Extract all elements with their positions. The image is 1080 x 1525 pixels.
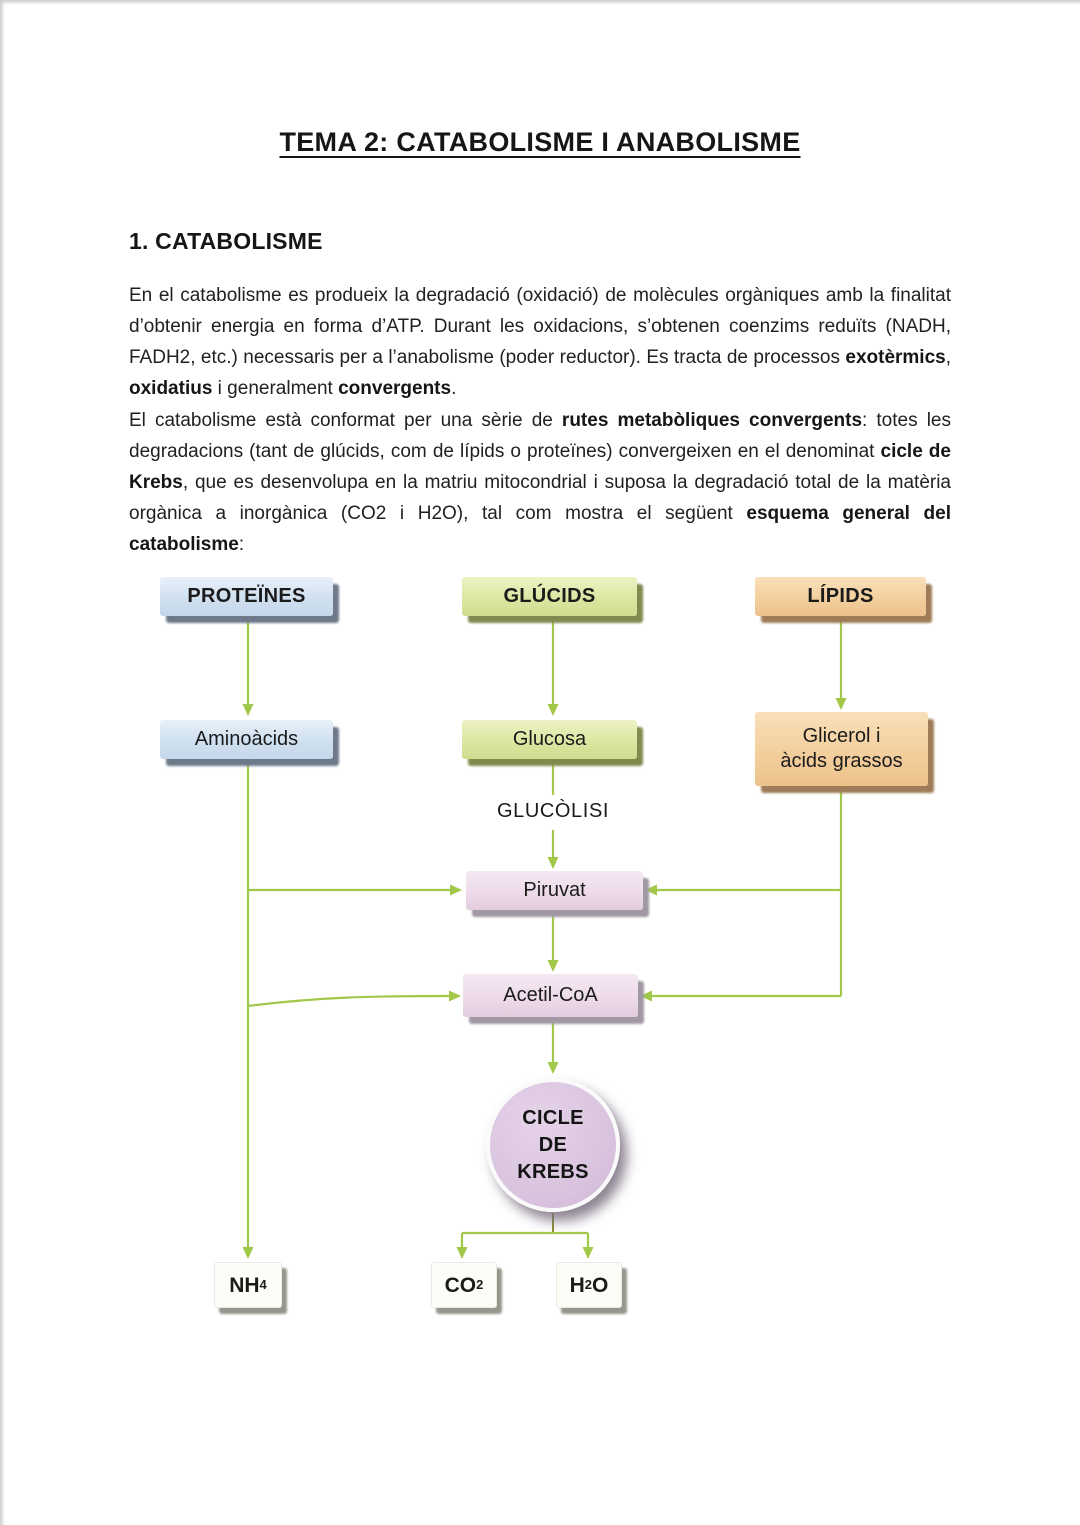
- node-cicle-de-krebs: CICLE DE KREBS: [486, 1078, 620, 1212]
- page-title: TEMA 2: CATABOLISME I ANABOLISME: [279, 127, 801, 157]
- node-piruvat: Piruvat: [466, 871, 643, 910]
- arrow-krebs-co2: [456, 1233, 468, 1259]
- arrow-aminoacids-nh4: [242, 759, 254, 1259]
- label-glucolisi: GLUCÒLISI: [496, 800, 610, 822]
- page-edge-left: [0, 0, 5, 1525]
- arrow-krebs-h2o: [582, 1233, 594, 1259]
- node-glucosa: Glucosa: [462, 720, 637, 759]
- arrow-piruvat-acetilcoa: [547, 910, 559, 972]
- section-heading: 1. CATABOLISME: [129, 228, 323, 254]
- node-proteines: PROTEÏNES: [160, 577, 333, 616]
- arrow-proteines-aminoacids: [242, 616, 254, 716]
- paragraph-catabolisme-intro: En el catabolisme es produeix la degrada…: [129, 285, 951, 399]
- arrow-glicerol-acetilcoa: [640, 990, 841, 1002]
- arrow-lipids-glicerol: [835, 616, 847, 710]
- arrow-aminoacids-acetilcoa: [247, 990, 461, 1008]
- page-edge-top: [0, 0, 1080, 5]
- paragraph-rutes-metaboliques: El catabolisme està conformat per una sè…: [129, 410, 952, 555]
- arrow-glucolisi-piruvat: [547, 830, 559, 869]
- node-acetil-coa: Acetil-CoA: [463, 974, 638, 1017]
- arrow-acetilcoa-krebs: [547, 1018, 559, 1074]
- node-glicerol-acids-grassos: Glicerol i àcids grassos: [755, 712, 928, 786]
- arrow-glucids-glucosa: [547, 616, 559, 716]
- node-aminoacids: Aminoàcids: [160, 720, 333, 759]
- arrow-glicerol-piruvat: [645, 884, 841, 896]
- node-lipids: LÍPIDS: [755, 577, 926, 616]
- arrow-aminoacids-piruvat: [248, 884, 462, 896]
- node-glucids: GLÚCIDS: [462, 577, 637, 616]
